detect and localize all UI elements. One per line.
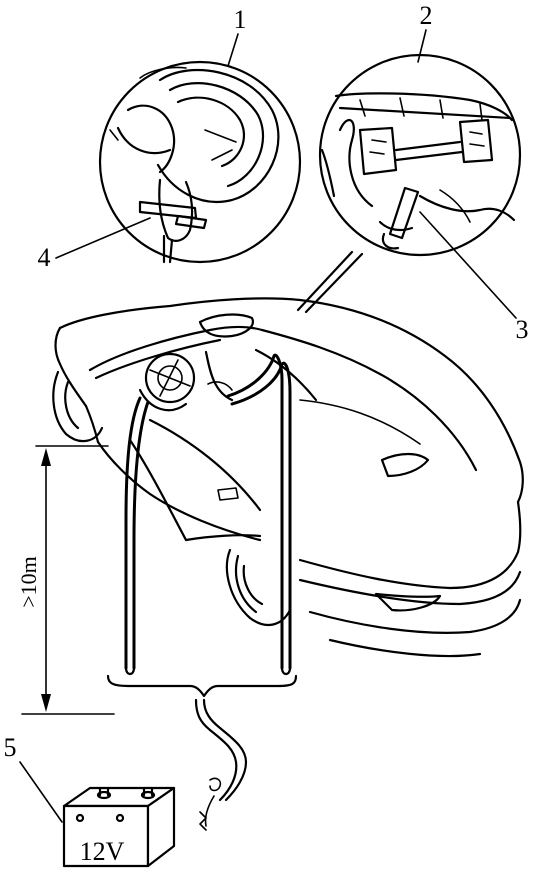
callout-4: 4 [38,217,151,272]
test-wire-harness [106,353,298,831]
callout-2-label: 2 [420,1,433,30]
distance-label: >10m [16,556,41,608]
callout-5: 5 [4,733,63,823]
callout-4-label: 4 [38,243,51,272]
battery-label: 12V [80,837,125,866]
battery-12v: 12V [62,786,176,868]
car-illustration [52,297,524,658]
detail-circle-steering-column [98,60,302,264]
callout-1: 1 [227,5,247,67]
detail-circle-connector [296,53,522,314]
callout-3: 3 [419,211,529,344]
callout-3-label: 3 [516,315,529,344]
callout-2: 2 [417,1,433,63]
distance-dimension: >10m [16,445,115,715]
callout-1-label: 1 [234,5,247,34]
callout-5-label: 5 [4,733,17,762]
